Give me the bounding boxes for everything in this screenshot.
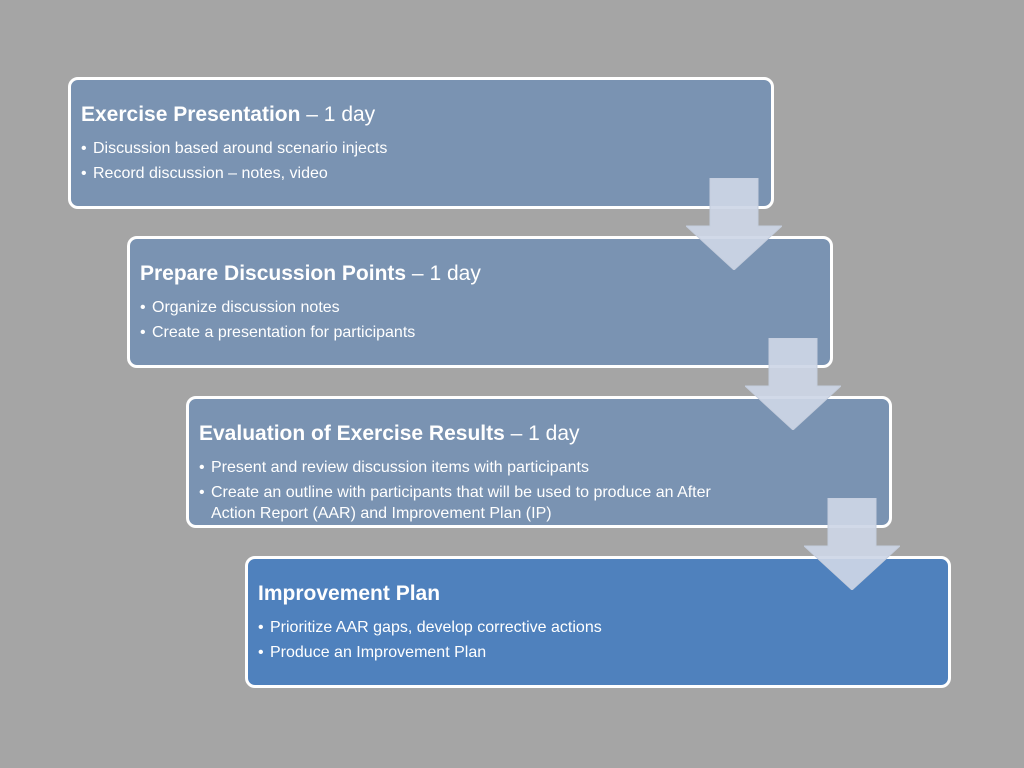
list-item: • Discussion based around scenario inject… (81, 138, 761, 159)
bullet-icon: • (258, 619, 264, 636)
step-bullet-list: • Present and review discussion items wit… (199, 457, 879, 524)
bullet-text: Discussion based around scenario injects (93, 140, 388, 157)
step-name: Prepare Discussion Points (140, 262, 407, 285)
bullet-text: Present and review discussion items with… (211, 459, 589, 476)
step-bullet-list: • Discussion based around scenario inject… (81, 138, 761, 184)
bullet-icon: • (258, 644, 264, 661)
step-name: Evaluation of Exercise Results (199, 422, 505, 445)
bullet-text: Organize discussion notes (152, 299, 340, 316)
bullet-icon: • (199, 484, 205, 501)
step-box-evaluation-of-exercise-results: Evaluation of Exercise Results – 1 day •… (186, 396, 892, 528)
arrow-down-icon (745, 338, 841, 430)
bullet-text: Record discussion – notes, video (93, 165, 328, 182)
step-name: Exercise Presentation (81, 103, 301, 126)
list-item: • Prioritize AAR gaps, develop corrective… (258, 617, 938, 638)
step-duration: – 1 day (504, 422, 580, 445)
bullet-icon: • (81, 165, 87, 182)
step-bullet-list: • Prioritize AAR gaps, develop corrective… (258, 617, 938, 663)
step-duration: – 1 day (300, 103, 376, 126)
step-box-prepare-discussion-points: Prepare Discussion Points – 1 day • Organ… (127, 236, 833, 368)
step-box-exercise-presentation: Exercise Presentation – 1 day • Discussio… (68, 77, 774, 209)
bullet-icon: • (81, 140, 87, 157)
bullet-text: Create an outline with participants that… (211, 484, 711, 522)
bullet-text: Create a presentation for participants (152, 324, 416, 341)
list-item: • Create a presentation for participants (140, 322, 820, 343)
list-item: • Produce an Improvement Plan (258, 642, 938, 663)
step-title: Exercise Presentation – 1 day (81, 102, 761, 128)
list-item: • Present and review discussion items wit… (199, 457, 879, 478)
arrow-down-icon (804, 498, 900, 590)
bullet-icon: • (140, 299, 146, 316)
step-box-improvement-plan: Improvement Plan • Prioritize AAR gaps, d… (245, 556, 951, 688)
bullet-icon: • (140, 324, 146, 341)
list-item: • Organize discussion notes (140, 297, 820, 318)
step-duration: – 1 day (406, 262, 481, 285)
step-title: Evaluation of Exercise Results – 1 day (199, 421, 879, 447)
step-title: Improvement Plan (258, 581, 938, 607)
step-title: Prepare Discussion Points – 1 day (140, 261, 820, 287)
bullet-icon: • (199, 459, 205, 476)
list-item: • Record discussion – notes, video (81, 163, 761, 184)
arrow-down-icon (686, 178, 782, 270)
bullet-text: Produce an Improvement Plan (270, 644, 487, 661)
step-name: Improvement Plan (258, 582, 441, 605)
list-item: • Create an outline with participants tha… (199, 482, 731, 524)
bullet-text: Prioritize AAR gaps, develop corrective … (270, 619, 602, 636)
step-bullet-list: • Organize discussion notes • Create a pre… (140, 297, 820, 343)
